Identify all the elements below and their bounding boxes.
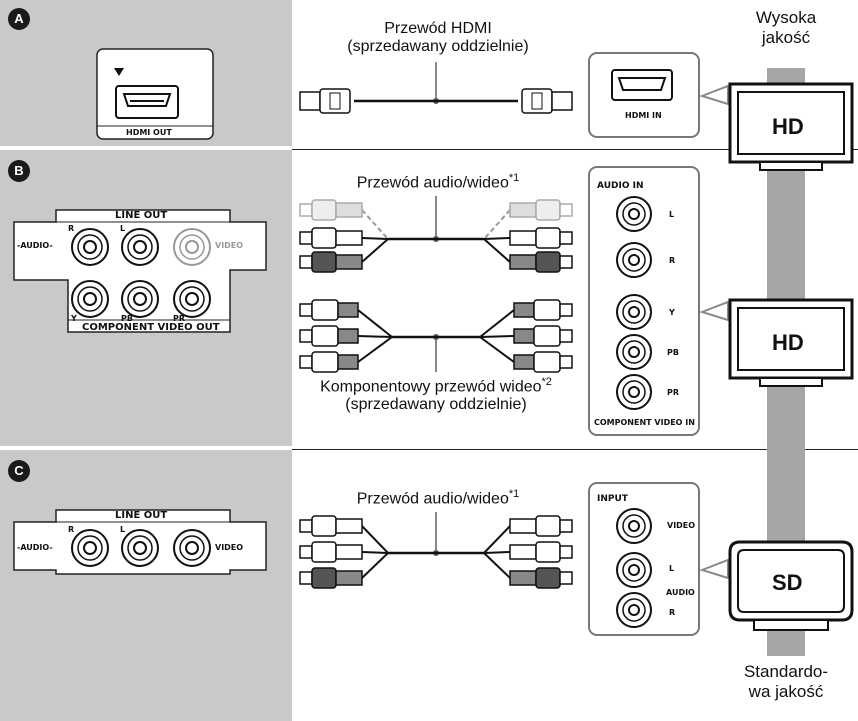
line-out-panel-b [13, 209, 267, 333]
quality-standard-label: Standardo-wa jakość [743, 662, 829, 701]
tv-c-label: SD [772, 570, 803, 595]
audio-in-title: AUDIO IN [597, 181, 644, 191]
tv-b [700, 298, 854, 387]
jack-label-r-c: R [68, 525, 75, 534]
component-video-out-label: COMPONENT VIDEO OUT [82, 322, 220, 333]
badge-c: C [8, 460, 30, 482]
component-cable-label: Komponentowy przewód wideo*2 (sprzedawan… [320, 376, 552, 414]
jack-label-y-b: Y [71, 314, 77, 323]
tv-a-label: HD [772, 114, 804, 139]
component-in-pb-label: PB [667, 348, 679, 357]
hdmi-cable-label: Przewód HDMI (sprzedawany oddzielnie) [347, 20, 529, 55]
input-l-label: L [669, 564, 675, 573]
jack-label-video-b: VIDEO [215, 241, 244, 250]
input-title: INPUT [597, 494, 628, 504]
jack-label-r-b: R [68, 224, 75, 233]
component-in-y-label: Y [669, 308, 675, 317]
hdmi-out-label: HDMI OUT [126, 128, 172, 137]
jack-label-l-b: L [120, 224, 126, 233]
hdmi-out-jack [96, 48, 214, 140]
audio-in-r-label: R [669, 256, 676, 265]
component-in-pr-label: PR [667, 388, 680, 397]
hdmi-in-box [588, 52, 700, 138]
tv-a [700, 82, 854, 171]
jack-label-pr-b: PR [173, 314, 186, 323]
tv-b-label: HD [772, 330, 804, 355]
input-audio-label: AUDIO [666, 588, 695, 597]
input-video-label: VIDEO [667, 521, 696, 530]
jack-label-video-c: VIDEO [215, 543, 244, 552]
hdmi-cable-icon [299, 62, 573, 114]
section-c-panel [0, 450, 292, 721]
jack-label-audio-b: -AUDIO- [17, 241, 53, 250]
badge-b: B [8, 160, 30, 182]
av-cable-label-c: Przewód audio/wideo*1 [356, 488, 520, 508]
hdmi-in-label: HDMI IN [625, 111, 662, 120]
line-out-title-b: LINE OUT [115, 210, 168, 221]
audio-in-box [588, 166, 700, 436]
input-box [588, 482, 700, 636]
jack-label-pb-b: PB [121, 314, 133, 323]
component-video-in-label: COMPONENT VIDEO IN [594, 418, 695, 427]
jack-label-l-c: L [120, 525, 126, 534]
audio-in-l-label: L [669, 210, 675, 219]
input-r-label: R [669, 608, 676, 617]
av-cable-label-b: Przewód audio/wideo*1 [356, 172, 520, 192]
av-cable-icon-c [299, 512, 573, 589]
av-cable-icon-b [299, 196, 573, 273]
line-out-panel-c [13, 509, 267, 575]
badge-a: A [8, 8, 30, 30]
line-out-title-c: LINE OUT [115, 510, 168, 521]
separator-ab [292, 149, 858, 150]
separator-bc [292, 449, 858, 450]
jack-label-audio-c: -AUDIO- [17, 543, 53, 552]
tv-c [700, 540, 854, 631]
component-cable-icon [299, 299, 573, 373]
